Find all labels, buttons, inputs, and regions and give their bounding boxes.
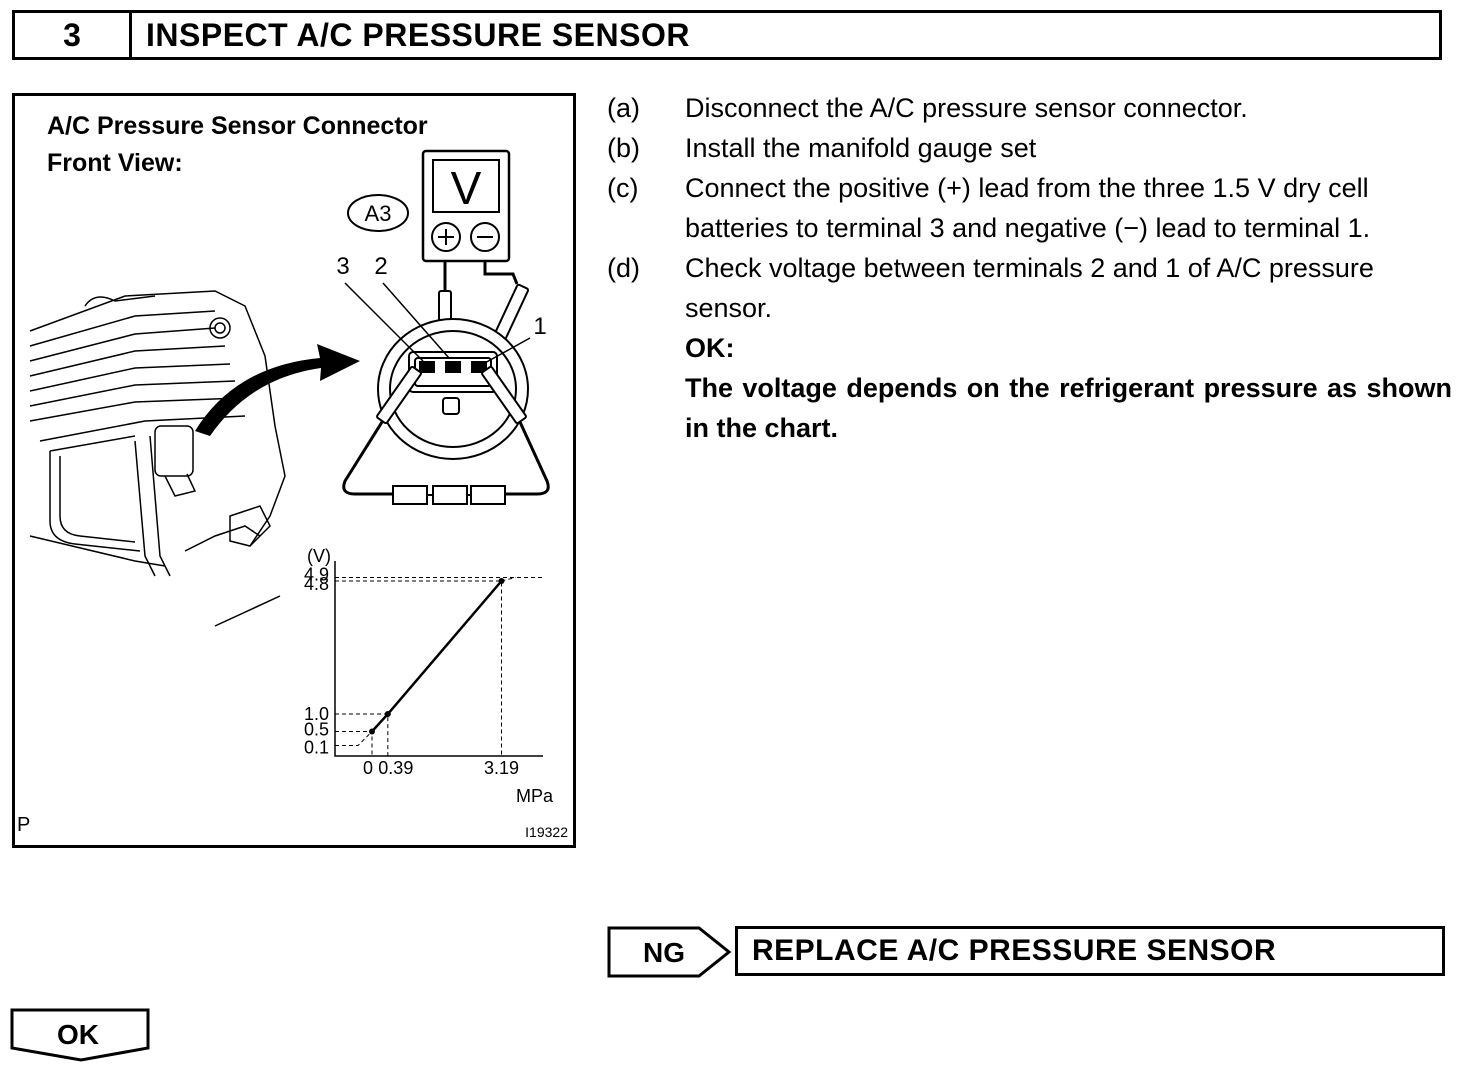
step-text: Check voltage between terminals 2 and 1 … (685, 253, 1374, 323)
connector-code: A3 (365, 201, 392, 226)
voltmeter (421, 149, 511, 263)
chart-series-line (371, 580, 503, 733)
chart-guide-line (335, 713, 389, 756)
chart-xtick-label: 0 (363, 758, 373, 778)
step-label: (b) (607, 133, 640, 163)
chart-high-extension (335, 577, 543, 582)
step-text: Connect the positive (+) lead from the t… (685, 173, 1371, 243)
dry-cell-batteries (392, 485, 506, 505)
chart-axes (334, 561, 543, 757)
step-header: 3 INSPECT A/C PRESSURE SENSOR (12, 10, 1442, 60)
engine-bay-sketch (29, 290, 286, 627)
chart-guide-line (335, 731, 373, 756)
connector-illustration: A3 V (17, 149, 568, 840)
procedure-steps: (a) Disconnect the A/C pressure sensor c… (607, 88, 1452, 448)
ng-action-box: REPLACE A/C PRESSURE SENSOR (735, 926, 1445, 976)
figure-corner-mark: P (17, 814, 30, 836)
chart-ytick-label: 0.1 (304, 738, 329, 758)
figure-title-line2: Front View: (47, 149, 183, 177)
chart-ytick-label: 4.8 (304, 574, 329, 594)
step-text: Install the manifold gauge set (685, 133, 1037, 163)
chart-xtick-label: 3.19 (484, 758, 519, 778)
figure-title-line1: A/C Pressure Sensor Connector (47, 112, 428, 140)
figure-code: I19322 (525, 824, 568, 840)
ng-arrow[interactable]: NG (607, 926, 733, 978)
step-label: (a) (607, 93, 640, 123)
chart-xlabel: MPa (516, 786, 554, 806)
step-b: (b) Install the manifold gauge set (607, 128, 1452, 168)
terminal-label-3: 3 (336, 253, 349, 280)
step-number: 3 (15, 13, 132, 57)
pointer-arrow (195, 344, 360, 436)
step-d: (d) Check voltage between terminals 2 an… (607, 248, 1452, 328)
chart-point (384, 711, 391, 717)
illustration-panel: A/C Pressure Sensor Connector Front View… (12, 93, 576, 848)
step-c: (c) Connect the positive (+) lead from t… (607, 168, 1452, 248)
chart-ytick-label: 4.9 (304, 565, 329, 585)
chart-ytick-label: 0.5 (304, 720, 329, 740)
step-title: INSPECT A/C PRESSURE SENSOR (146, 16, 690, 53)
step-label: (c) (607, 173, 639, 203)
chart-point (498, 578, 505, 584)
ok-criteria-text: The voltage depends on the refrigerant p… (685, 373, 1452, 443)
step-text: Disconnect the A/C pressure sensor conne… (685, 93, 1248, 123)
chart-point (369, 728, 375, 735)
figure-title: A/C Pressure Sensor Connector Front View… (47, 108, 428, 182)
chart-ylabel: (V) (307, 546, 331, 566)
chart-xtick-label: 0.39 (378, 758, 413, 778)
terminal-label-1: 1 (533, 313, 546, 340)
meter-symbol: V (451, 162, 482, 214)
terminal-label-2: 2 (374, 253, 387, 280)
step-a: (a) Disconnect the A/C pressure sensor c… (607, 88, 1452, 128)
chart-guide-line (335, 580, 502, 756)
ok-criteria-label: OK: (685, 333, 735, 363)
ok-arrow[interactable]: OK (10, 1008, 152, 1064)
connector-code-badge: A3 (347, 194, 409, 232)
ok-label: OK (57, 1019, 99, 1050)
step-label: (d) (607, 253, 640, 283)
ng-label: NG (643, 937, 685, 968)
chart-ytick-label: 1.0 (304, 704, 329, 724)
chart-low-extension (335, 731, 373, 746)
